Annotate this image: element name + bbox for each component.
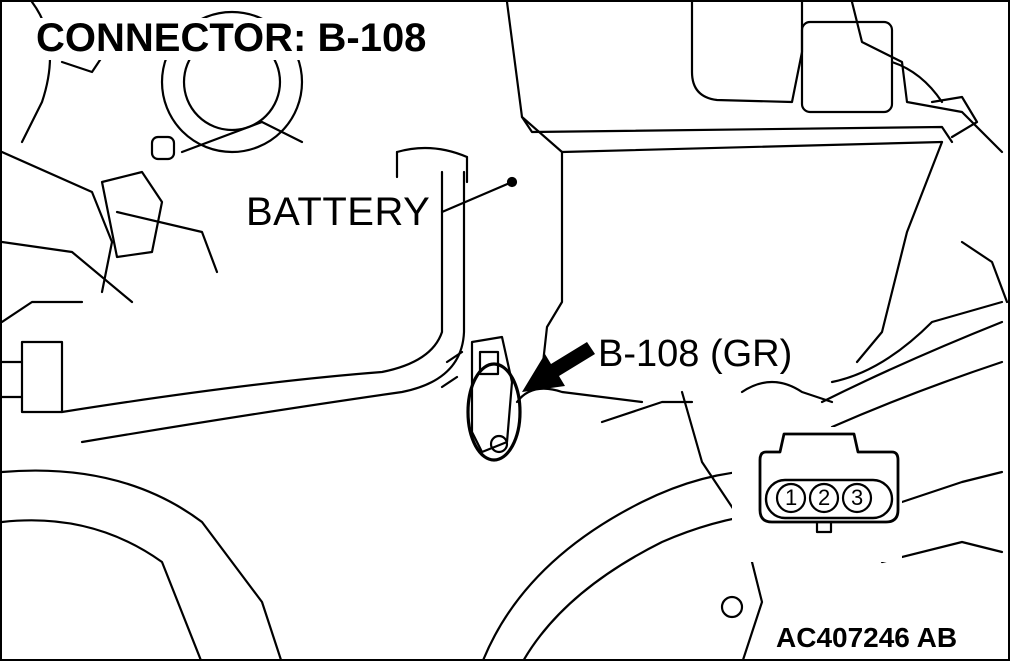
right-side-harness (720, 240, 1008, 619)
pin-1-label: 1 (785, 485, 798, 510)
intake-duct (2, 390, 824, 659)
diagram-title: CONNECTOR: B-108 (32, 18, 433, 60)
main-hose (60, 146, 469, 444)
battery-label: BATTERY (244, 190, 433, 234)
figure-code: AC407246 AB (772, 624, 962, 652)
pin-2-label: 2 (818, 485, 831, 510)
b108-connector-highlight (440, 335, 522, 462)
battery-leader (440, 176, 518, 214)
connector-wire (515, 387, 644, 404)
connector-pointer-arrow (522, 342, 595, 392)
connector-face-symbol (732, 427, 902, 562)
pin-3-label: 3 (851, 485, 864, 510)
connector-label: B-108 (GR) (595, 335, 796, 373)
battery-outline (505, 2, 1004, 374)
